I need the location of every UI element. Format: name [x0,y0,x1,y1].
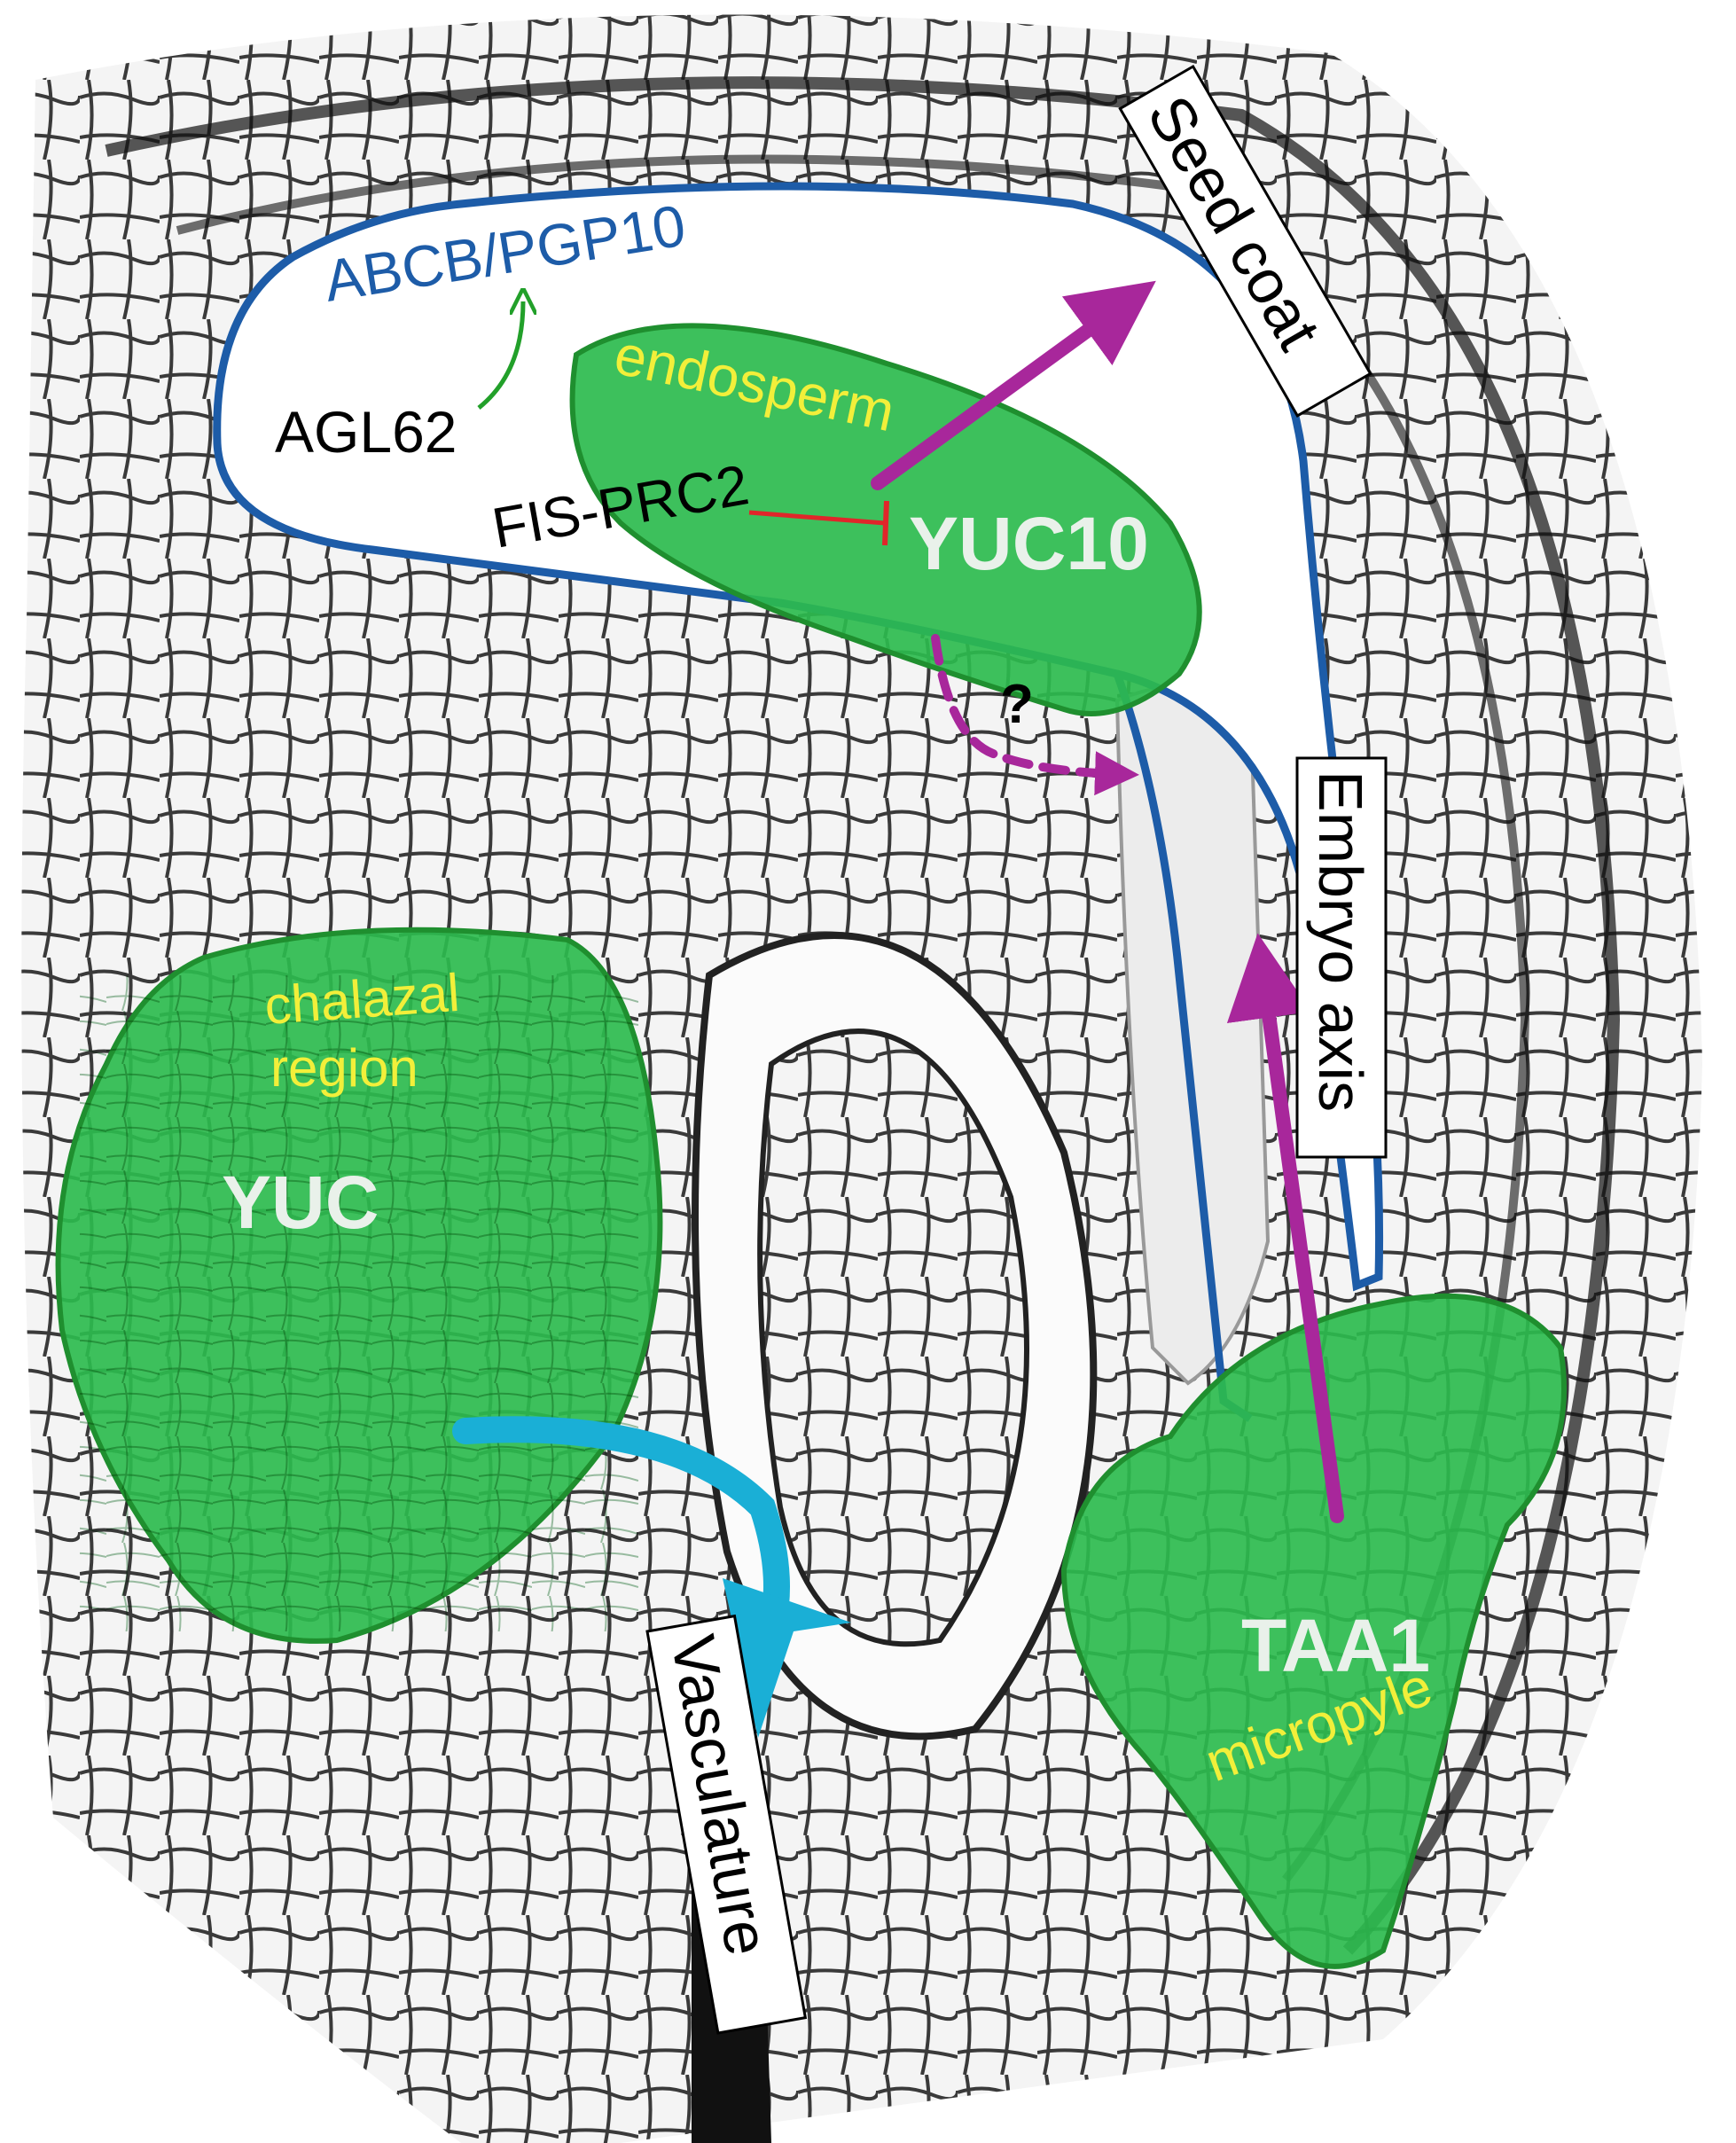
micropyle-to-embryo-arrow [1226,933,1344,1523]
chalazal-to-vasculature-arrow [452,1416,790,1618]
embryo-axis-label: Embryo axis [1306,770,1375,1112]
chalazal-cell-texture [80,975,638,1631]
taa1-label: TAA1 [1241,1604,1430,1687]
fis-prc2-repression [748,500,889,546]
micropyle-region [1060,1293,1567,1969]
micropylar-cavity-extension [1113,672,1253,1422]
endosperm-to-seed-coat-arrow [871,280,1156,490]
agl62-activation-arrow [477,301,523,410]
yuc10-label: YUC10 [909,502,1149,585]
vasculature-arrowhead [723,1578,851,1738]
chalazal-label: chalazal [262,963,461,1036]
uncertain-flow-question-mark: ? [1000,674,1034,735]
agl62-label: AGL62 [275,399,457,465]
yuc-label: YUC [222,1161,379,1244]
embryo-axis-tag: Embryo axis [1295,756,1388,1159]
uncertain-flow-arrow [931,634,1139,796]
region-label: region [270,1038,418,1098]
